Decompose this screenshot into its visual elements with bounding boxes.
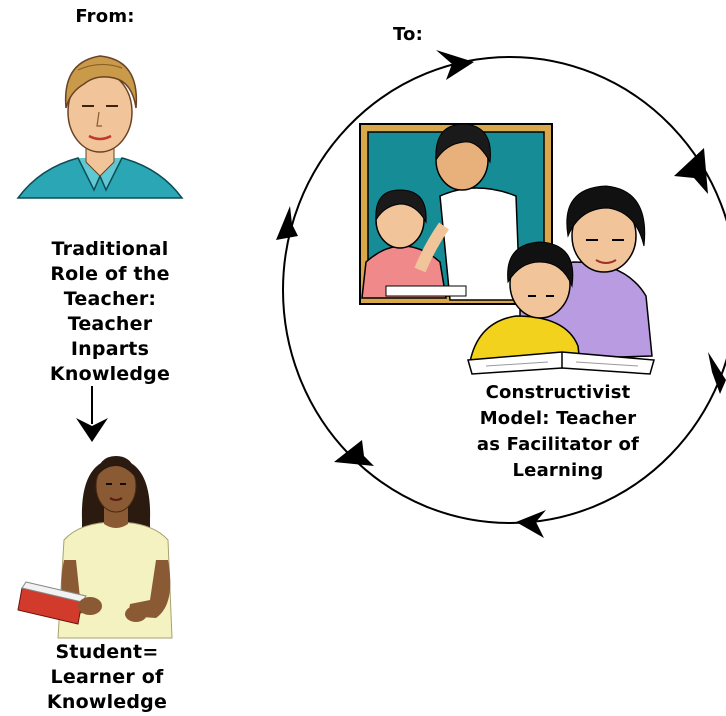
student-image [17,456,173,639]
traditional-role-caption: Traditional Role of the Teacher: Teacher… [49,238,171,385]
circular-arrows-icon [276,50,726,538]
constructivist-caption: Constructivist Model: Teacher as Facilit… [476,382,640,481]
down-arrow-icon [76,386,108,442]
traditional-teacher-image [16,55,184,199]
from-label: From: [75,6,135,27]
student-caption: Student= Learner of Knowledge [46,641,168,713]
to-label: To: [392,24,424,45]
reading-together-image [467,185,655,375]
